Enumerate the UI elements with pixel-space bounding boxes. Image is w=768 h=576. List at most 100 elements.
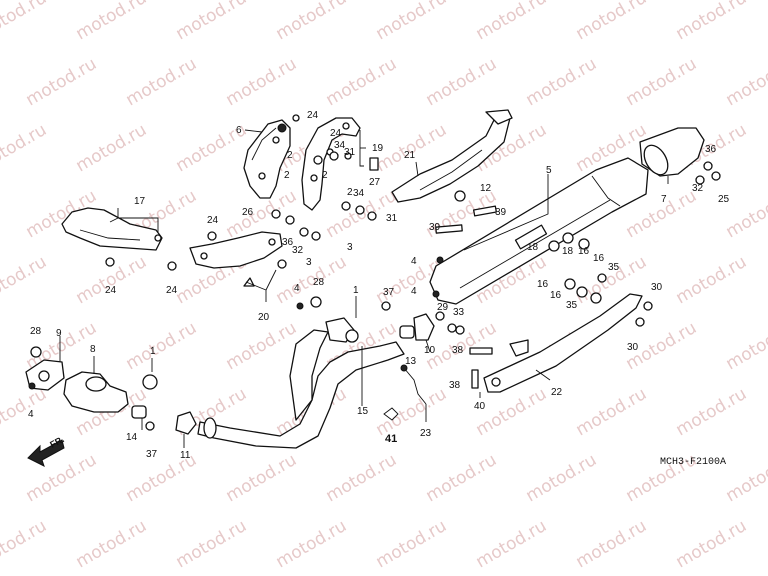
watermark-text: motod.ru (0, 252, 50, 308)
watermark-text: motod.ru (723, 318, 768, 374)
gasket-upper (325, 317, 359, 343)
watermark-text: motod.ru (723, 450, 768, 506)
callout-leader-lines (59, 129, 669, 448)
watermark-text: motod.ru (123, 54, 201, 110)
hardware-fasteners (28, 114, 721, 431)
callout-labels: 6 24 2 24 34 31 19 2 2 27 2 34 31 26 36 … (28, 110, 730, 461)
callout-label: 28 (313, 277, 325, 288)
callout-label: 34 (334, 140, 346, 151)
watermark-text: motod.ru (673, 0, 751, 44)
exhaust-flange (25, 359, 65, 391)
pipe-collar (131, 405, 147, 419)
heat-guard-upper (391, 109, 513, 203)
front-direction-arrow-icon: FR. (27, 434, 66, 467)
watermark-text: motod.ru (123, 318, 201, 374)
callout-label: 23 (420, 428, 432, 439)
gasket-lower (142, 374, 158, 390)
callout-label: 14 (126, 432, 138, 443)
watermark-text: motod.ru (223, 54, 301, 110)
callout-label: 4 (411, 286, 417, 297)
watermark-text: motod.ru (373, 0, 451, 44)
callout-label: 24 (105, 285, 117, 296)
callout-label: 41 (385, 433, 397, 445)
callout-label: 35 (608, 262, 620, 273)
callout-label: 38 (452, 345, 464, 356)
callout-label: 40 (474, 401, 486, 412)
muffler-body (429, 157, 649, 305)
watermark-text: motod.ru (73, 516, 151, 572)
callout-label: 6 (236, 125, 242, 136)
watermark-text: motod.ru (573, 0, 651, 44)
callout-label: 4 (28, 409, 34, 420)
watermark-text: motod.ru (0, 384, 50, 440)
watermark-text: motod.ru (523, 450, 601, 506)
front-exhaust-port-pipe (63, 371, 129, 413)
callout-label: 16 (578, 246, 590, 257)
watermark-text: motod.ru (573, 384, 651, 440)
front-pipe-cover (61, 207, 163, 251)
callout-label: 24 (330, 128, 342, 139)
callout-label: 8 (90, 344, 96, 355)
callout-label: 3 (306, 257, 312, 268)
watermark-text: motod.ru (473, 0, 551, 44)
callout-label: 18 (527, 242, 539, 253)
callout-label: 32 (692, 183, 704, 194)
callout-label: 15 (357, 406, 369, 417)
watermark-text: motod.ru (223, 318, 301, 374)
watermark-text: motod.ru (23, 54, 101, 110)
watermark-text: motod.ru (573, 516, 651, 572)
watermark-text: motod.ru (73, 120, 151, 176)
callout-label: 36 (282, 237, 294, 248)
callout-label: 24 (207, 215, 219, 226)
watermark-text: motod.ru (0, 0, 50, 44)
watermark-text: motod.ru (423, 54, 501, 110)
watermark-text: motod.ru (173, 516, 251, 572)
exhaust-pipe (197, 329, 405, 449)
muffler-end-cap (639, 127, 705, 177)
watermark-text: motod.ru (473, 384, 551, 440)
callout-label: 30 (651, 282, 663, 293)
callout-label: 28 (30, 326, 42, 337)
callout-label: 36 (705, 144, 717, 155)
callout-label: 29 (437, 302, 449, 313)
callout-label: 35 (566, 300, 578, 311)
callout-label: 32 (292, 245, 304, 256)
callout-label: 11 (180, 450, 191, 461)
callout-label: 25 (718, 194, 730, 205)
diagram-code: MCH3-F2100A (660, 457, 726, 468)
watermark-text: motod.ru (273, 0, 351, 44)
watermark-text: motod.ru (223, 450, 301, 506)
callout-label: 39 (429, 222, 441, 233)
heat-shield-front-left (243, 119, 291, 199)
callout-label: 2 (287, 150, 293, 161)
watermark-text: motod.ru (373, 516, 451, 572)
callout-label: 4 (411, 256, 417, 267)
watermark-text: motod.ru (523, 54, 601, 110)
callout-label: 4 (294, 283, 300, 294)
muffler-stay-bracket (483, 293, 643, 393)
callout-label: 19 (372, 143, 384, 154)
callout-label: 13 (405, 356, 417, 367)
callout-label: 31 (386, 213, 398, 224)
callout-label: 5 (546, 165, 552, 176)
callout-label: 37 (146, 449, 158, 460)
callout-label: 27 (369, 177, 381, 188)
callout-label: 18 (562, 246, 574, 257)
callout-label: 9 (56, 328, 62, 339)
callout-label: 12 (480, 183, 492, 194)
callout-label: 17 (134, 196, 146, 207)
callout-label: 2 (284, 170, 290, 181)
watermark-text: motod.ru (323, 450, 401, 506)
callout-label: 21 (404, 150, 416, 161)
callout-label: 34 (353, 188, 365, 199)
watermark-text: motod.ru (623, 54, 701, 110)
callout-label: 2 (347, 187, 353, 198)
callout-label: 16 (537, 279, 549, 290)
watermark-text: motod.ru (0, 516, 50, 572)
callout-label: 31 (344, 147, 356, 158)
watermark-text: motod.ru (273, 516, 351, 572)
callout-label: 20 (258, 312, 270, 323)
pipe-clamp (175, 411, 197, 435)
callout-label: 3 (347, 242, 353, 253)
